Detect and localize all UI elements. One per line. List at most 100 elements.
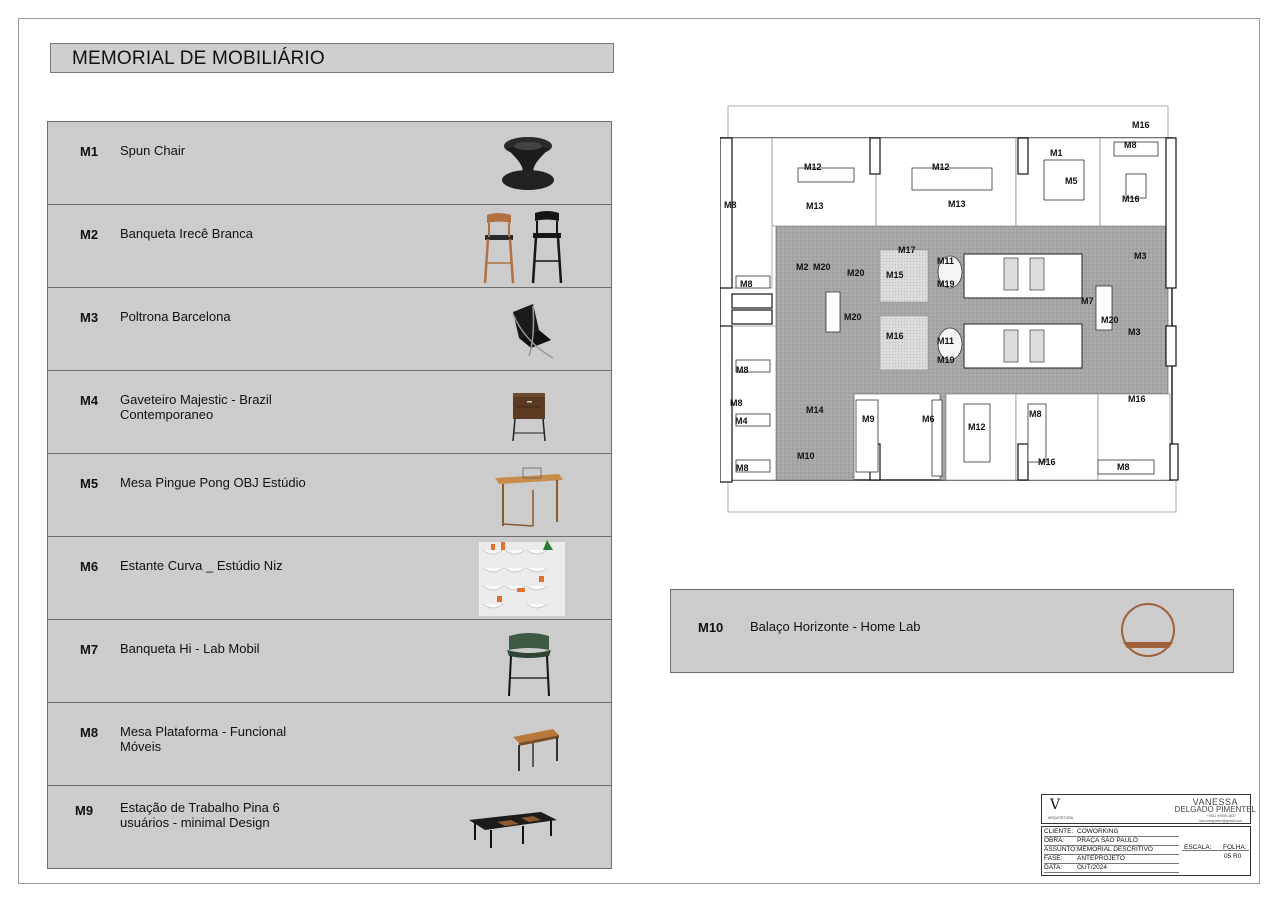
item-code: M4 (80, 393, 99, 408)
plan-label: M16 (1128, 394, 1146, 404)
plan-label: M20 (847, 268, 865, 278)
list-item: M4 Gaveteiro Majestic - Brazil Contempor… (47, 370, 612, 454)
logo-subtitle: ARQUITETURA (1048, 816, 1074, 820)
sheet-value: 05 R0 (1224, 853, 1242, 860)
list-item: M10 Balaço Horizonte - Home Lab (670, 589, 1234, 673)
field-value: MEMORIAL DESCRITIVO (1077, 846, 1153, 853)
plan-label: M16 (1132, 120, 1150, 130)
item-name: Spun Chair (120, 143, 186, 158)
list-item: M9 Estação de Trabalho Pina 6 usuários -… (47, 785, 612, 869)
field-key: CLIENTE: (1044, 828, 1074, 835)
sheet-label: FOLHA: (1223, 844, 1247, 851)
field-value: ANTEPROJETO (1077, 855, 1125, 862)
plan-label: M20 (1101, 315, 1119, 325)
item-name: Estante Curva _ Estúdio Niz (120, 558, 283, 573)
plan-label: M8 (1117, 462, 1130, 472)
plan-label: M6 (922, 414, 935, 424)
field-row: OBRA: PRAÇA SÃO PAULO (1044, 836, 1179, 846)
field-value: COWORKING (1077, 828, 1119, 835)
plan-label: M12 (968, 422, 986, 432)
field-row: FASE: ANTEPROJETO (1044, 854, 1179, 864)
scale-label: ESCALA: (1184, 844, 1212, 851)
barcelona-chair-image (512, 304, 554, 359)
field-row: ASSUNTO: MEMORIAL DESCRITIVO (1044, 845, 1179, 855)
logo: V (1050, 797, 1061, 813)
bar-stools-image (483, 211, 563, 283)
field-value: OUT/2024 (1077, 864, 1107, 871)
item-name: Banqueta Hi - Lab Mobil (120, 641, 260, 656)
plan-label: M8 (724, 200, 737, 210)
workstation-image (469, 812, 557, 848)
furniture-list: M1 Spun Chair M2 Banqueta Irecê Branca (47, 121, 612, 869)
item-name: Balaço Horizonte - Home Lab (750, 619, 921, 634)
spun-chair-image (502, 137, 554, 190)
plan-label: M16 (1038, 457, 1056, 467)
plan-label: M9 (862, 414, 875, 424)
plan-label: M5 (1065, 176, 1078, 186)
list-item: M6 Estante Curva _ Estúdio Niz (47, 536, 612, 620)
list-item: M1 Spun Chair (47, 121, 612, 205)
field-key: DATA: (1044, 864, 1063, 871)
plan-label: M15 (886, 270, 904, 280)
field-key: OBRA: (1044, 837, 1065, 844)
plan-label: M19 (937, 355, 955, 365)
list-item: M2 Banqueta Irecê Branca (47, 204, 612, 288)
item-code: M10 (698, 620, 724, 635)
plan-label: M3 (1128, 327, 1141, 337)
divider (1182, 850, 1249, 851)
plan-label: M7 (1081, 296, 1094, 306)
floor-plan: M16 M8 M1 M5 M16 M12 M12 M13 M13 M8 M2 M… (720, 105, 1179, 513)
plan-label: M14 (806, 405, 824, 415)
plan-label: M12 (932, 162, 950, 172)
plan-label: M16 (886, 331, 904, 341)
item-code: M1 (80, 144, 99, 159)
contact-email: Van.arteypedro@gmail.com (1198, 819, 1242, 823)
title-block-header: V ARQUITETURA VANESSA DELGADO PIMENTEL +… (1041, 794, 1256, 824)
item-code: M3 (80, 310, 99, 325)
plan-label: M8 (730, 398, 743, 408)
list-item: M3 Poltrona Barcelona (47, 287, 612, 371)
plan-label: M2 (796, 262, 809, 272)
plan-label: M17 (898, 245, 916, 255)
plan-label: M20 (813, 262, 831, 272)
plan-label: M19 (937, 279, 955, 289)
item-code: M5 (80, 476, 99, 491)
field-row: CLIENTE: COWORKING (1044, 827, 1179, 837)
field-row: DATA: OUT/2024 (1044, 863, 1179, 873)
platform-table-image (513, 729, 559, 771)
item-code: M9 (75, 803, 94, 818)
item-code: M2 (80, 227, 99, 242)
item-name: Poltrona Barcelona (120, 309, 231, 324)
plan-label: M13 (948, 199, 966, 209)
item-name: Estação de Trabalho Pina 6 usuários - mi… (120, 800, 280, 830)
title-block-info: CLIENTE: COWORKING OBRA: PRAÇA SÃO PAULO… (1041, 826, 1251, 876)
item-name: Mesa Plataforma - Funcional Móveis (120, 724, 287, 754)
plan-label: M3 (1134, 251, 1147, 261)
plan-label: M16 (1122, 194, 1140, 204)
plan-label: M12 (804, 162, 822, 172)
list-item: M5 Mesa Pingue Pong OBJ Estúdio (47, 453, 612, 537)
list-item: M8 Mesa Plataforma - Funcional Móveis (47, 702, 612, 786)
contact-phone: +5511 99999-4837 (1206, 814, 1236, 818)
plan-label: M20 (844, 312, 862, 322)
list-item: M7 Banqueta Hi - Lab Mobil (47, 619, 612, 703)
drawing-frame (18, 18, 1260, 884)
item-name: Mesa Pingue Pong OBJ Estúdio (120, 475, 306, 490)
plan-label: M11 (937, 256, 954, 266)
ping-pong-table-image (495, 467, 563, 527)
plan-label: M11 (937, 336, 954, 346)
curved-shelf-image (479, 540, 565, 616)
drawer-cabinet-image (512, 393, 546, 442)
plan-label: M10 (797, 451, 815, 461)
hi-lab-stool-image (507, 633, 551, 697)
title-block: V ARQUITETURA VANESSA DELGADO PIMENTEL +… (1041, 794, 1256, 877)
item-code: M6 (80, 559, 99, 574)
plan-label: M13 (806, 201, 824, 211)
field-key: ASSUNTO: (1044, 846, 1078, 853)
page-title: MEMORIAL DE MOBILIÁRIO (50, 43, 614, 73)
plan-label: M8 (1124, 140, 1137, 150)
brand-surname: DELGADO PIMENTEL (1174, 805, 1256, 814)
plan-label: M8 (1029, 409, 1042, 419)
plan-label: M8 (736, 365, 749, 375)
field-key: FASE: (1044, 855, 1063, 862)
